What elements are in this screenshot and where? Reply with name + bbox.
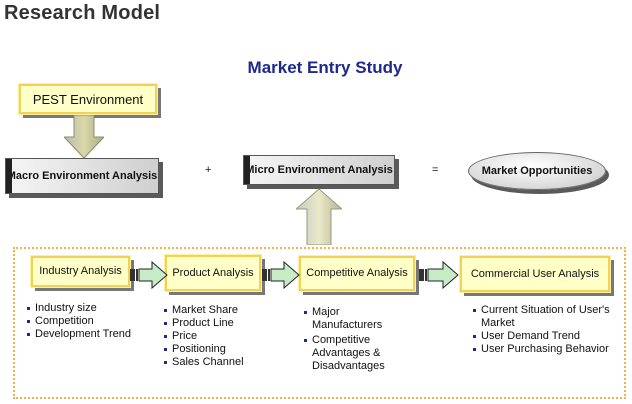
list-item: Competitive Advantages & Disadvantages [304, 334, 404, 373]
list-item: Price [164, 330, 284, 343]
page-title: Research Model [4, 2, 161, 24]
industry-analysis-box: Industry Analysis [30, 255, 131, 288]
list-item: Current Situation of User's Market [473, 304, 621, 330]
industry-analysis-label: Industry Analysis [39, 265, 122, 277]
bullet-icon [27, 307, 30, 310]
bullet-icon [27, 320, 30, 323]
box-edge [244, 156, 250, 184]
equals-operator: = [432, 164, 439, 176]
macro-environment-label: Macro Environment Analysis [6, 169, 158, 182]
list-item: Sales Channel [164, 356, 284, 369]
macro-environment-box: Macro Environment Analysis [5, 158, 159, 194]
bullet-icon [164, 322, 167, 325]
product-bullets: Market Share Product Line Price Position… [164, 304, 284, 369]
bullet-icon [164, 361, 167, 364]
bullet-icon [27, 333, 30, 336]
competitive-analysis-label: Competitive Analysis [306, 267, 408, 279]
list-item: Product Line [164, 317, 284, 330]
right-arrow-icon [130, 261, 168, 289]
list-item: Positioning [164, 343, 284, 356]
study-title: Market Entry Study [247, 58, 403, 77]
analysis-frame [13, 247, 626, 399]
industry-bullets: Industry size Competition Development Tr… [27, 302, 155, 341]
bullet-icon [164, 335, 167, 338]
list-item: Development Trend [27, 328, 155, 341]
commercial-user-analysis-label: Commercial User Analysis [470, 267, 600, 280]
list-item: Major Manufacturers [304, 306, 404, 332]
box-edge [6, 159, 12, 193]
bullet-icon [473, 335, 476, 338]
up-arrow-icon [296, 189, 342, 245]
pest-environment-label: PEST Environment [32, 91, 144, 107]
list-item: Industry size [27, 302, 155, 315]
micro-environment-label: Micro Environment Analysis [245, 163, 393, 176]
market-opportunities-ellipse: Market Opportunities [468, 152, 606, 190]
right-arrow-icon [262, 261, 300, 289]
plus-operator: + [205, 164, 212, 176]
right-arrow-icon [419, 261, 459, 289]
pest-environment-box: PEST Environment [18, 83, 158, 115]
bullet-icon [164, 309, 167, 312]
competitive-analysis-box: Competitive Analysis [298, 255, 416, 292]
commercial-user-bullets: Current Situation of User's Market User … [473, 304, 621, 356]
down-arrow-icon [64, 115, 104, 159]
list-item: Competition [27, 315, 155, 328]
bullet-icon [304, 311, 307, 314]
commercial-user-analysis-box: Commercial User Analysis [459, 255, 611, 293]
competitive-bullets: Major Manufacturers Competitive Advantag… [304, 306, 404, 373]
bullet-icon [304, 339, 307, 342]
bullet-icon [473, 348, 476, 351]
list-item: User Demand Trend [473, 330, 621, 343]
list-item: User Purchasing Behavior [473, 343, 621, 356]
product-analysis-box: Product Analysis [164, 254, 262, 292]
product-analysis-label: Product Analysis [172, 266, 254, 279]
list-item: Market Share [164, 304, 284, 317]
bullet-icon [164, 348, 167, 351]
bullet-icon [473, 309, 476, 312]
micro-environment-box: Micro Environment Analysis [243, 155, 395, 185]
market-opportunities-label: Market Opportunities [481, 164, 593, 177]
